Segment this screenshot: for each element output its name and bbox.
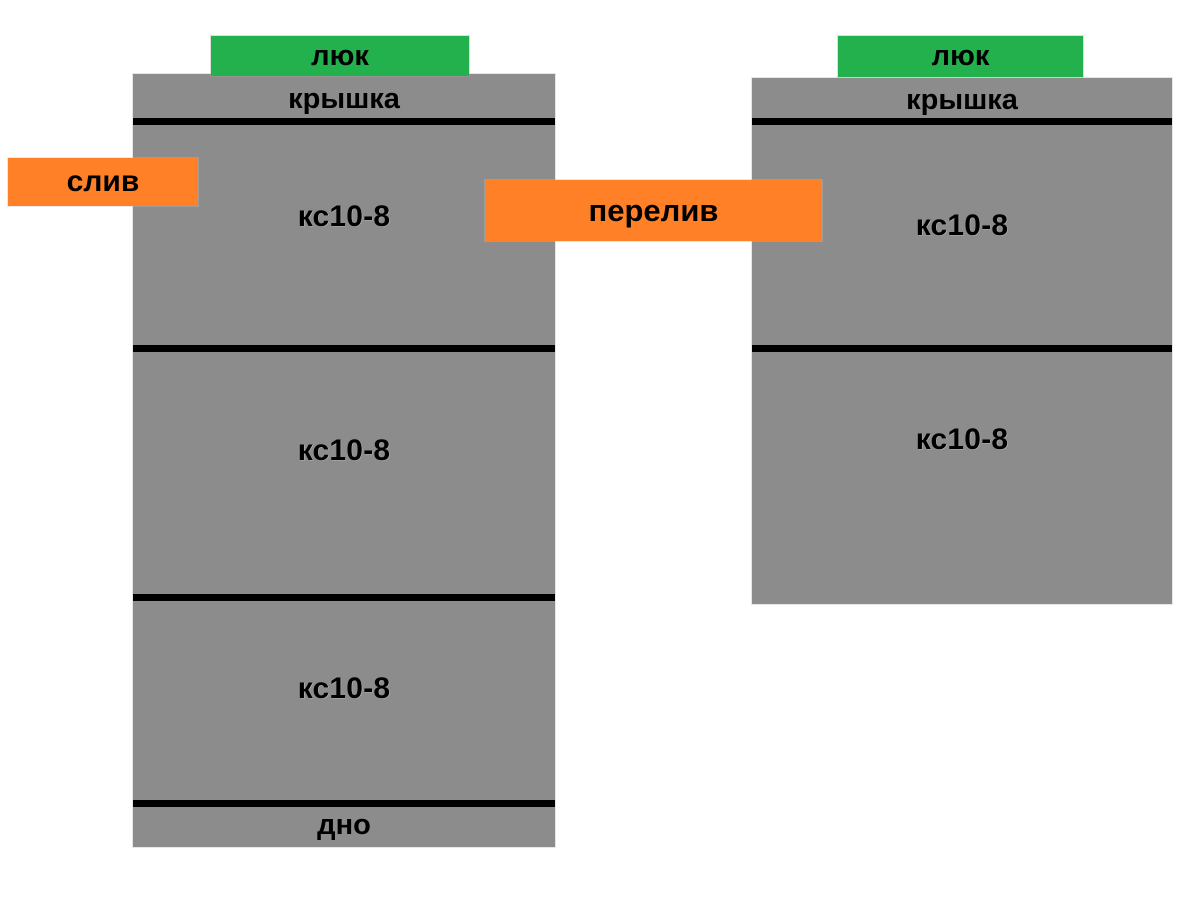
right-tank-body <box>752 78 1172 604</box>
left-tank-body <box>133 74 555 847</box>
right-tank-ring-label-2: кс10-8 <box>915 423 1009 456</box>
right-tank-ring-label-1: кс10-8 <box>915 209 1009 242</box>
left-tank-hatch-label: люк <box>311 39 369 72</box>
drain-pipe: слив <box>8 158 198 206</box>
right-tank-ring-divider-1 <box>752 345 1172 352</box>
left-tank-bottom-label: дно <box>317 809 371 841</box>
overflow-pipe-label: перелив <box>588 192 719 228</box>
left-tank-ring-label-2: кс10-8 <box>297 434 391 467</box>
drain-pipe-label: слив <box>66 165 140 198</box>
right-tank-cap-divider <box>752 118 1172 125</box>
left-tank-cap-label: крышка <box>288 83 400 115</box>
left-tank-ring-label-3: кс10-8 <box>297 672 391 705</box>
left-tank-hatch: люк <box>211 36 469 76</box>
right-tank-hatch: люк <box>838 36 1083 77</box>
left-tank-cap-divider <box>133 118 555 125</box>
left-tank-ring-label-1: кс10-8 <box>297 200 391 233</box>
right-tank-hatch-label: люк <box>931 40 990 72</box>
overflow-pipe: перелив <box>485 180 822 241</box>
left-tank-ring-divider-2 <box>133 594 555 601</box>
left-tank-ring-divider-1 <box>133 345 555 352</box>
left-tank-bottom-divider <box>133 800 555 807</box>
right-tank-cap-label: крышка <box>906 84 1018 116</box>
